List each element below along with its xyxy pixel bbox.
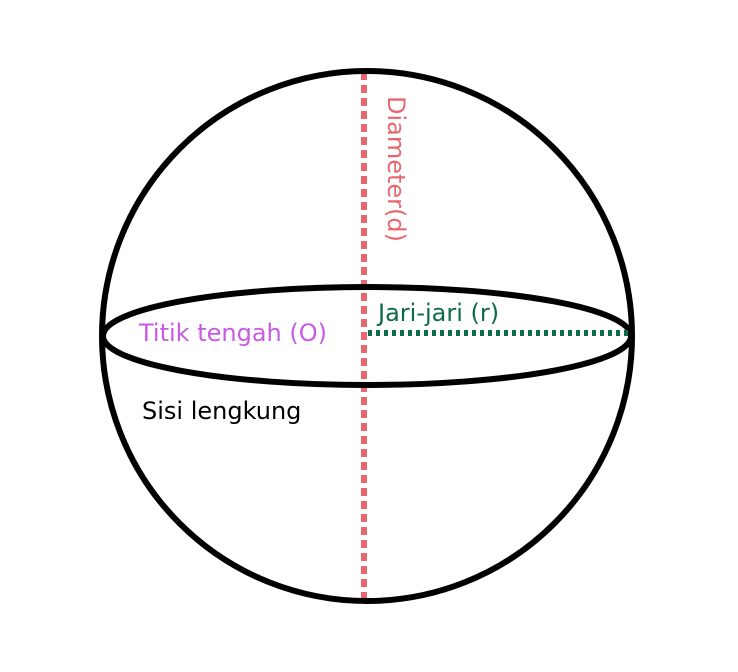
radius-label: Jari-jari (r): [376, 299, 499, 327]
curved-side-label: Sisi lengkung: [142, 397, 301, 425]
equator-ellipse: [100, 284, 634, 388]
center-label: Titik tengah (O): [138, 319, 327, 347]
diameter-label: Diameter(d): [382, 96, 410, 242]
